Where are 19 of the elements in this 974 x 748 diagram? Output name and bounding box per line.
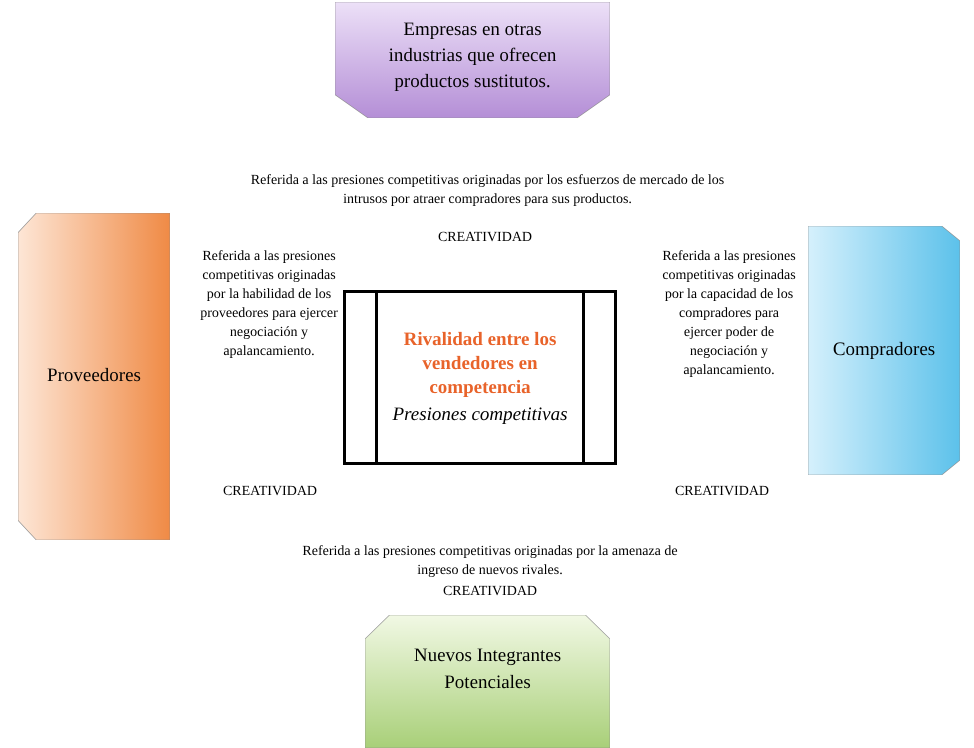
suppliers-box [18,213,170,540]
description-text: Referida a las presiones competitivas originadas por la amenaza de ingreso de nuevos rivales. [301,543,679,580]
subtitle-text: Presiones competitivas [392,403,568,427]
creativity-label: CREATIVIDAD [436,229,534,247]
box-label: Nuevos Integrantes Potenciales [412,644,562,694]
box-label: Empresas en otras industrias que ofrecen productos sustitutos. [388,18,558,94]
box-label: Proveedores [47,364,141,388]
description-text: Referida a las presiones competitivas originadas por la habilidad de los proveedores para ejercer negociación y apalancamiento. [199,248,339,361]
creativity-label: CREATIVIDAD [442,583,538,601]
new-entrants-box [365,615,610,748]
buyers-box [808,226,960,475]
description-text: Referida a las presiones competitivas originadas por los esfuerzos de mercado de los intrusos por atraer compradores para sus productos. [250,172,725,209]
description-text: Referida a las presiones competitivas originadas por la capacidad de los compradores para ejercer poder de negociación y apalancamiento. [661,248,797,380]
creativity-label: CREATIVIDAD [674,483,770,501]
substitutes-box [335,2,610,118]
rivalry-title: Rivalidad entre los vendedores en competencia [402,328,558,400]
rivalry-box [343,290,617,465]
box-label: Compradores [832,338,936,362]
creativity-label: CREATIVIDAD [222,483,318,501]
